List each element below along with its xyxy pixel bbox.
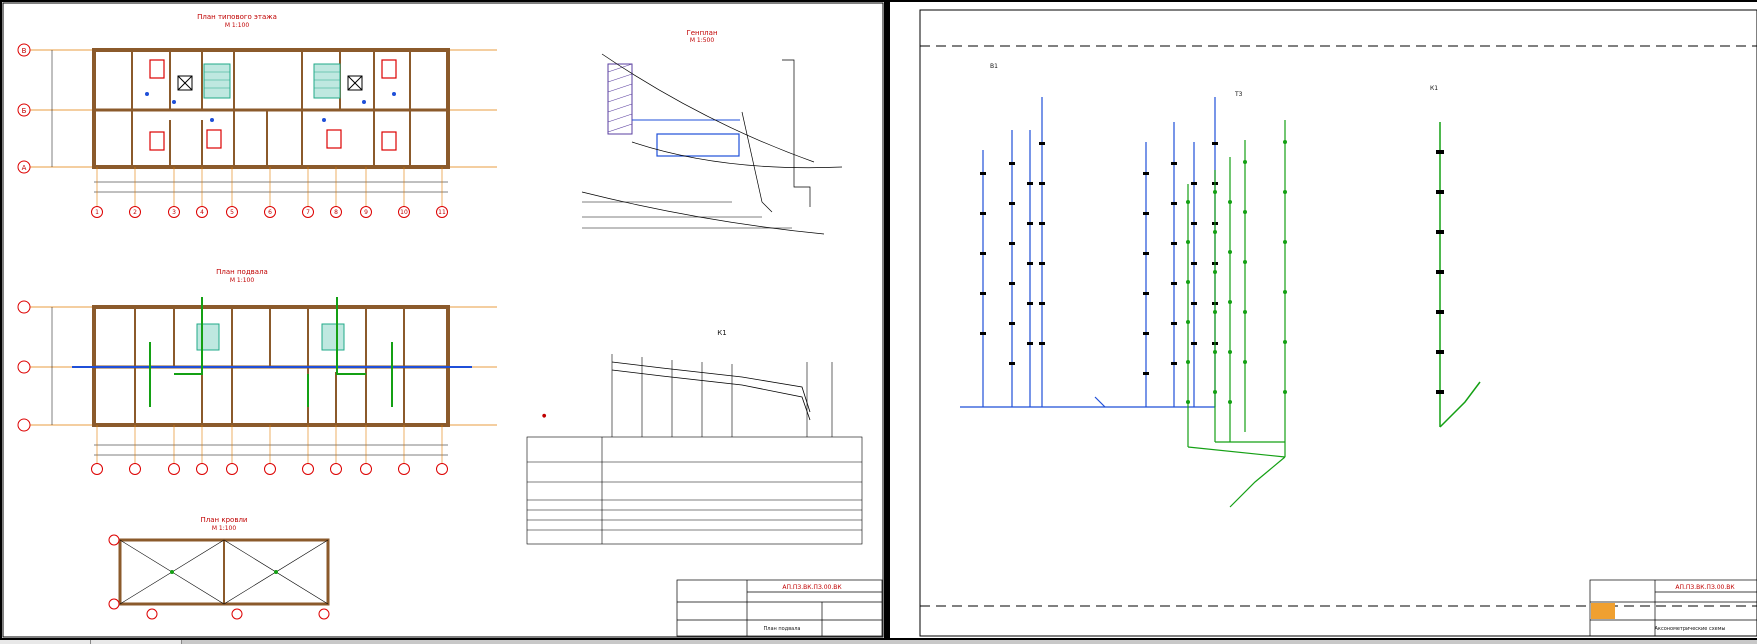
axis-9: 9 (364, 209, 368, 216)
axis-8: 8 (334, 209, 338, 216)
scheme-t3 (1187, 120, 1286, 508)
scheme-k1-label: К1 (1430, 85, 1438, 92)
axis-4: 4 (200, 209, 204, 216)
roof-plan (108, 534, 330, 620)
profile-note: ● (542, 413, 547, 419)
sheet-right-drawing: В1 Т3 (919, 9, 1757, 637)
genplan-title: Генплан (686, 29, 717, 37)
profile-title: К1 (717, 329, 726, 337)
axis-1: 1 (95, 209, 99, 216)
stamp-code-left: АП.ПЗ.ВК.ПЗ.00.ВК (782, 584, 842, 591)
basement-scale: М 1:100 (230, 277, 255, 284)
axis-10: 10 (400, 209, 408, 216)
axis-3: 3 (172, 209, 176, 216)
scheme-v1-label: В1 (990, 63, 998, 70)
typical-floor-scale: М 1:100 (225, 22, 250, 29)
axis-label-a: А (22, 164, 27, 172)
genplan-scale: М 1:500 (690, 37, 715, 44)
axis-7: 7 (306, 209, 310, 216)
layout-tab-bar (0, 640, 1757, 644)
sheet-left-drawing: План типового этажа М 1:100 В Б А 1 2 3 … (2, 2, 884, 638)
basement-title: План подвала (216, 268, 268, 276)
axis-6: 6 (268, 209, 272, 216)
fittings-v1 (980, 142, 1218, 375)
basement-plan (17, 297, 497, 475)
axis-bubbles-bottom-typical (91, 206, 448, 218)
scheme-v1 (960, 97, 1216, 408)
roof-title: План кровли (201, 516, 248, 524)
scheme-k1 (1439, 122, 1481, 428)
axis-bubbles-top: В Б А (17, 43, 31, 174)
axis-11: 11 (438, 209, 446, 216)
axis-5: 5 (230, 209, 234, 216)
drawing-sheet-left: План типового этажа М 1:100 В Б А 1 2 3 … (2, 2, 884, 638)
typical-floor-plan (27, 48, 497, 207)
profile-k1: ● (526, 354, 863, 545)
layout-tab-sheet[interactable] (91, 640, 182, 644)
title-block-right (1589, 579, 1757, 637)
genplan (581, 53, 843, 235)
axis-2: 2 (133, 209, 137, 216)
roof-scale: М 1:100 (212, 525, 237, 532)
drawing-sheet-right: В1 Т3 (890, 2, 1757, 638)
stamp-code-right: АП.ПЗ.ВК.ПЗ.00.ВК (1675, 584, 1735, 591)
axis-label-v: В (22, 47, 27, 55)
layout-tab-model[interactable] (0, 640, 91, 644)
stamp-sheet-right: Аксонометрические схемы (1655, 626, 1726, 632)
title-block-left (676, 579, 883, 637)
typical-floor-title: План типового этажа (197, 13, 277, 21)
scheme-t3-label: Т3 (1234, 91, 1243, 98)
axis-label-b: Б (22, 107, 27, 115)
stamp-sheet-left: План подвала (764, 626, 801, 632)
